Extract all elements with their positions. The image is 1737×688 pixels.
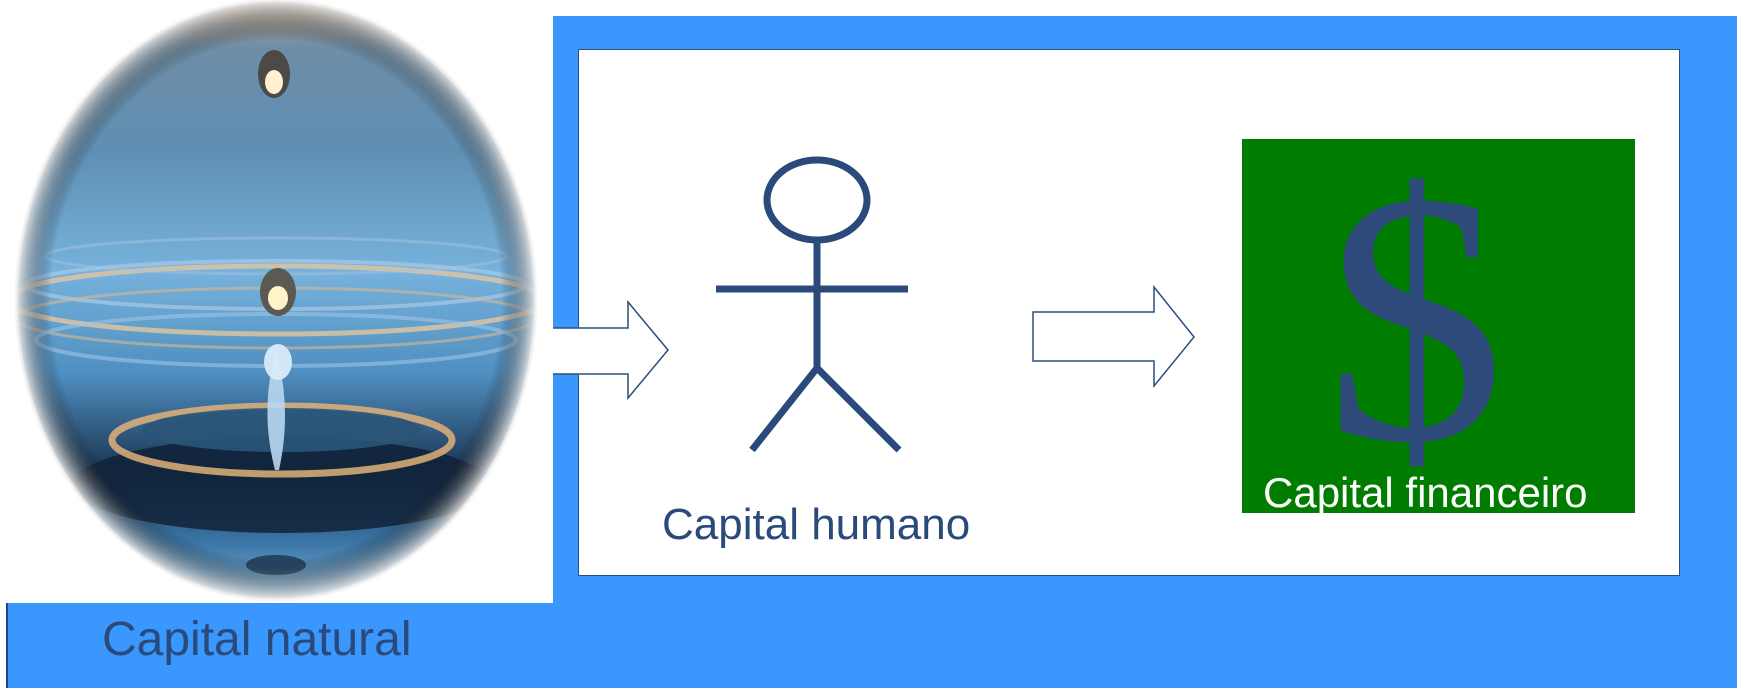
left-edge-line xyxy=(6,603,8,688)
financial-capital-box: $ Capital financeiro xyxy=(1242,139,1635,516)
blue-bottom-band xyxy=(6,603,1737,688)
human-capital-label: Capital humano xyxy=(662,500,971,549)
water-drop-photo xyxy=(0,0,553,603)
financial-capital-label: Capital financeiro xyxy=(1263,469,1588,516)
natural-capital-label: Capital natural xyxy=(102,613,412,666)
dollar-sign-icon: $ xyxy=(1325,139,1505,513)
arrow-right-icon xyxy=(1032,284,1195,389)
arrow-right-icon xyxy=(553,299,669,401)
stick-figure-icon xyxy=(716,156,908,453)
